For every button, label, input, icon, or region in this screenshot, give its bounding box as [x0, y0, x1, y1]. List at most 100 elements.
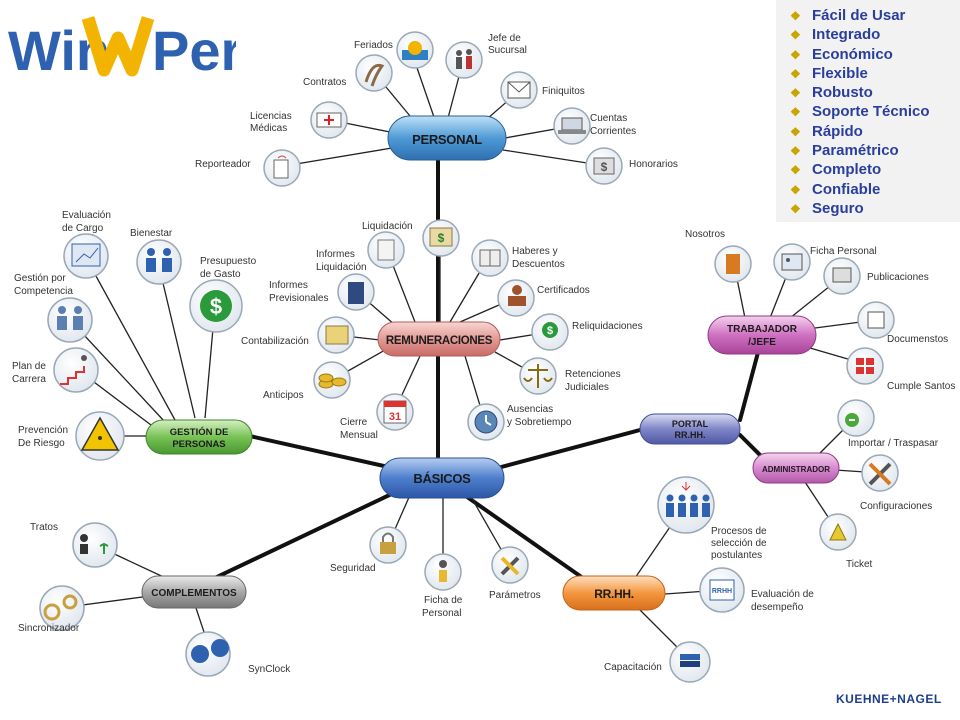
- label-evaluacion-cargo-2: de Cargo: [62, 223, 104, 234]
- label-cumple: Cumple Santos: [887, 381, 955, 392]
- label-bienestar: Bienestar: [130, 228, 173, 239]
- label-ausencias-2: y Sobretiempo: [507, 417, 572, 428]
- label-informes-prev-2: Previsionales: [269, 293, 328, 304]
- label-reporteador: Reporteador: [195, 159, 251, 170]
- feature-item: ❖Completo: [790, 161, 882, 179]
- books-icon: [680, 654, 700, 667]
- label-licencias-2: Médicas: [250, 123, 287, 134]
- stairs-icon: [60, 355, 87, 385]
- label-ficha-personal2: Ficha Personal: [810, 246, 877, 257]
- hub-rrhh: RR.HH.: [562, 575, 666, 611]
- hub-basicos: BÁSICOS: [379, 457, 505, 499]
- hub-complementos-label: COMPLEMENTOS: [151, 588, 237, 599]
- label-procesos-2: selección de: [711, 538, 767, 549]
- hub-personal: PERSONAL: [387, 115, 507, 161]
- logo-text-per: Per: [152, 19, 236, 80]
- feature-item: ❖Rápido: [790, 122, 863, 140]
- hub-rrhh-label: RR.HH.: [594, 587, 634, 601]
- svg-text:RRHH: RRHH: [712, 588, 732, 595]
- label-gestion-comp-1: Gestión por: [14, 273, 66, 284]
- calendar-icon: 31: [383, 400, 407, 424]
- hub-portal-label-1: PORTAL: [672, 419, 709, 429]
- scales-icon: [523, 364, 553, 388]
- label-anticipos: Anticipos: [263, 390, 304, 401]
- label-contabilizacion: Contabilización: [241, 336, 309, 347]
- label-evaluacion-desemp-2: desempeño: [751, 602, 804, 613]
- people-icon: [456, 49, 472, 69]
- building-icon: [348, 282, 364, 304]
- label-jefe-2: Sucursal: [488, 45, 527, 56]
- newspaper-icon: [832, 267, 852, 283]
- hub-portal-label-2: RR.HH.: [675, 430, 706, 440]
- svg-text:31: 31: [389, 411, 401, 423]
- hub-trabajador-jefe: TRABAJADOR /JEFE: [707, 315, 817, 355]
- label-prevencion-1: Prevención: [18, 425, 68, 436]
- label-configuraciones: Configuraciones: [860, 501, 932, 512]
- hub-remuneraciones-label: REMUNERACIONES: [386, 335, 493, 347]
- synclock-gears-icon: [191, 639, 229, 663]
- kuehne-nagel-logo: KUEHNE+NAGEL: [836, 692, 942, 706]
- gift-icon: [856, 358, 874, 374]
- lock-icon: [380, 532, 396, 554]
- document-icon: [377, 239, 395, 261]
- label-ficha-personal-1: Ficha de: [424, 595, 463, 606]
- sun-icon: [402, 41, 428, 60]
- label-retenciones-1: Retenciones: [565, 369, 621, 380]
- envelope-icon: [507, 81, 531, 99]
- svg-text:$: $: [210, 294, 222, 319]
- signature-icon: [364, 63, 385, 87]
- label-haberes-2: Descuentos: [512, 259, 565, 270]
- dollar-budget-icon: $: [200, 290, 232, 322]
- hub-gestion-personas: GESTIÓN DE PERSONAS: [145, 419, 253, 455]
- label-prevencion-2: De Riesgo: [18, 438, 65, 449]
- tools-icon: [500, 556, 520, 576]
- label-plan-2: Carrera: [12, 374, 46, 385]
- label-retenciones-2: Judiciales: [565, 382, 609, 393]
- label-capacitacion: Capacitación: [604, 662, 662, 673]
- label-procesos-1: Procesos de: [711, 526, 767, 537]
- logo-w-mark: [81, 16, 155, 77]
- label-importar: Importar / Traspasar: [848, 438, 939, 449]
- person-icon: [439, 560, 447, 582]
- warning-sign-icon: [80, 416, 120, 451]
- label-presupuesto-1: Presupuesto: [200, 256, 257, 267]
- label-cuentas-1: Cuentas: [590, 113, 627, 124]
- label-evaluacion-desemp-1: Evaluación de: [751, 589, 814, 600]
- label-certificados: Certificados: [537, 285, 590, 296]
- feature-item: ❖Integrado: [790, 26, 881, 44]
- hub-administrador: ADMINISTRADOR: [752, 452, 840, 484]
- ledger-icon: [479, 249, 501, 267]
- label-informes-liq-1: Informes: [316, 249, 355, 260]
- label-ausencias-1: Ausencias: [507, 404, 553, 415]
- label-licencias-1: Licencias: [250, 111, 292, 122]
- liquidacion-icon: $: [429, 227, 453, 247]
- label-cuentas-2: Corrientes: [590, 126, 636, 137]
- label-tratos: Tratos: [30, 522, 58, 533]
- evaluation-icon: RRHH: [709, 579, 735, 601]
- label-parametros: Parámetros: [489, 590, 541, 601]
- label-finiquitos: Finiquitos: [542, 86, 585, 97]
- feature-item: ❖Soporte Técnico: [790, 103, 930, 121]
- label-feriados: Feriados: [354, 40, 393, 51]
- label-procesos-3: postulantes: [711, 550, 762, 561]
- label-informes-liq-2: Liquidación: [316, 262, 367, 273]
- feature-item: ❖Confiable: [790, 180, 881, 198]
- feature-item: ❖Seguro: [790, 199, 864, 217]
- hub-complementos: COMPLEMENTOS: [141, 575, 247, 609]
- label-honorarios: Honorarios: [629, 159, 678, 170]
- ticket-icon: [829, 522, 847, 541]
- label-haberes-1: Haberes y: [512, 246, 558, 257]
- label-contratos: Contratos: [303, 77, 346, 88]
- svg-text:$: $: [438, 231, 445, 245]
- hub-trabajador-label-2: /JEFE: [748, 337, 776, 348]
- label-presupuesto-2: de Gasto: [200, 269, 241, 280]
- stamp-icon: [508, 285, 526, 306]
- winper-logo: Win Per: [8, 16, 236, 80]
- feature-item: ❖Paramétrico: [790, 142, 899, 160]
- calculator-icon: [325, 325, 349, 345]
- hub-gestion-label-1: GESTIÓN DE: [170, 426, 229, 438]
- label-nosotros: Nosotros: [685, 229, 725, 240]
- labels: Feriados Jefe de Sucursal Contratos Fini…: [12, 33, 955, 675]
- wrench-icon: [868, 462, 892, 486]
